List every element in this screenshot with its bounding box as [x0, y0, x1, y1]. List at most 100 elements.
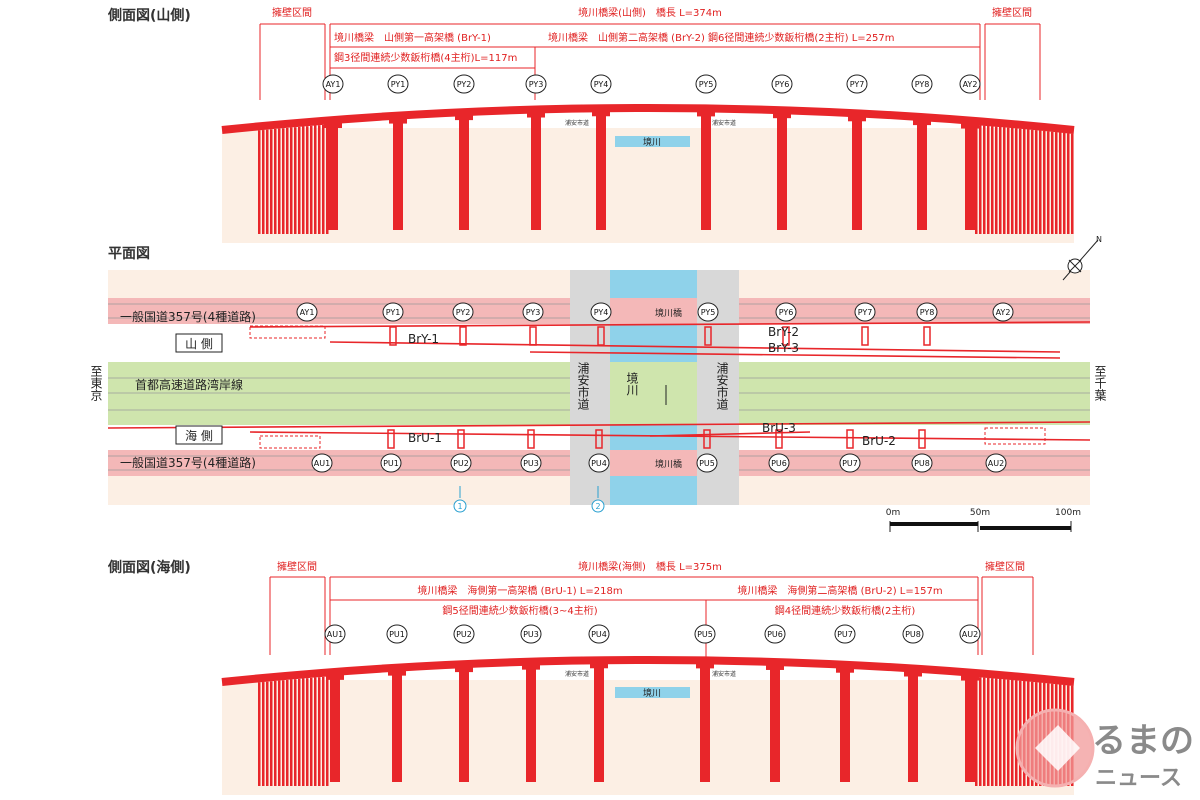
abutment-pile: [298, 678, 301, 786]
pier-cap: [766, 663, 784, 670]
pier-label: AY1: [300, 308, 315, 317]
pier-label: PU1: [389, 630, 405, 639]
pier-label-circle: [959, 624, 981, 644]
abutment-pile: [322, 124, 325, 234]
elevation-umi-title: 側面図(海側): [107, 559, 191, 576]
retaining-right-label: 擁壁区間: [985, 560, 1025, 573]
pier-label-circle: [695, 74, 717, 94]
pier-cap: [961, 674, 979, 681]
span1-label: 境川橋梁 山側第一高架橋 (BrY-1): [334, 31, 491, 44]
abutment-pile: [975, 124, 978, 234]
pier: [459, 112, 469, 230]
bridge-alignment-lines: [107, 321, 1091, 441]
pier-label-circle: [386, 624, 408, 644]
bridge-deck: [221, 104, 1075, 134]
bry3-label: BrY-3: [768, 341, 799, 355]
elevation-umi: 側面図(海側) 擁壁区間 擁壁区間 境川橋梁(海側) 橋長 L=375m 境川橋…: [107, 559, 1075, 795]
pier-label: PY2: [457, 80, 472, 89]
marker-2: 2: [591, 486, 605, 513]
pier-label-circle: [522, 302, 544, 322]
pier-label: AY2: [996, 308, 1011, 317]
abutment-pile: [310, 677, 313, 786]
abutment-pile: [282, 128, 285, 234]
abutment-pile: [286, 679, 289, 786]
pier-cap: [455, 666, 473, 673]
yama-side-box: [175, 333, 223, 353]
pier-cap: [324, 122, 342, 129]
pier: [596, 108, 606, 230]
pier-label-circle: [380, 453, 402, 473]
pier-cap: [522, 663, 540, 670]
abutment-pile: [278, 680, 281, 786]
pier-label: AY1: [326, 80, 341, 89]
pier-label-circle: [916, 302, 938, 322]
umi-side-label: 海 側: [185, 428, 213, 443]
abutment-pile: [266, 129, 269, 234]
abutment-pile: [1055, 132, 1058, 234]
pier-label-circle: [764, 624, 786, 644]
route-357-bottom: 一般国道357号(4種道路): [120, 455, 256, 470]
pier-cap: [592, 110, 610, 117]
abutment-pile: [1003, 127, 1006, 234]
abutment-au1: [259, 435, 321, 449]
plan-title: 平面図: [108, 246, 150, 262]
pier: [328, 120, 338, 230]
pier-label-circle: [694, 624, 716, 644]
abutment-pile: [294, 127, 297, 234]
city-road-right-label: 浦安市道: [715, 362, 729, 410]
pier-label-circle: [450, 453, 472, 473]
pier-cap: [527, 111, 545, 118]
abutment-pile: [1063, 132, 1066, 234]
pier: [917, 117, 927, 230]
pier-label-circle: [911, 74, 933, 94]
pier-label: PY7: [850, 80, 865, 89]
abutment-pile: [1043, 130, 1046, 234]
abutment-pile: [1071, 133, 1074, 234]
pier-label: PY6: [779, 308, 794, 317]
pier-cap: [904, 670, 922, 677]
pier-label: PU4: [591, 630, 607, 639]
river-label: 境川: [643, 687, 661, 699]
scale-label: 100m: [1055, 508, 1081, 518]
pier-label-circle: [588, 453, 610, 473]
pier-cap: [848, 115, 866, 122]
pier-label: PU4: [591, 459, 607, 468]
pier-label: PU8: [914, 459, 930, 468]
bridge-top-deck: [610, 298, 697, 324]
pier-label-circle: [296, 302, 318, 322]
abutment-pile: [298, 126, 301, 234]
bru2-label: BrU-2: [862, 434, 896, 448]
abutment-pile: [1011, 127, 1014, 234]
pier-label-circle: [775, 302, 797, 322]
pier-label-circle: [834, 624, 856, 644]
pier-cap: [326, 673, 344, 680]
pier-plan: [389, 326, 397, 346]
pier-cap: [773, 112, 791, 119]
pier-cap: [590, 662, 608, 669]
abutment-pile: [306, 126, 309, 234]
elevation-yama-title: 側面図(山側): [107, 7, 191, 24]
elevation-yama: 側面図(山側) 擁壁区間 擁壁区間 境川橋梁(山側) 橋長 L=374m 境川橋…: [107, 6, 1075, 243]
abutment-pile: [310, 125, 313, 234]
abutment-pile: [1011, 679, 1014, 786]
marker-1-label: 1: [457, 502, 462, 511]
pier-cap: [961, 122, 979, 129]
abutment-pile: [983, 677, 986, 786]
pier-label-circle: [697, 302, 719, 322]
logo: るまの ニュース: [1015, 708, 1194, 791]
abutment-pile: [1027, 129, 1030, 234]
pier-label: PU3: [523, 459, 539, 468]
pier: [965, 672, 975, 782]
umi-side-box: [175, 425, 223, 445]
abutment-pile: [1007, 127, 1010, 234]
pier-label: PU7: [842, 459, 858, 468]
abutment-pile: [979, 677, 982, 786]
pier-label-circle: [453, 74, 475, 94]
span2-label: 境川橋梁 山側第二高架橋 (BrY-2) 鋼6径間連続少数鈑桁橋(2主桁) L=…: [548, 31, 895, 44]
bridge-total-label: 境川橋梁(海側) 橋長 L=375m: [578, 560, 722, 573]
abutment-pile: [987, 677, 990, 786]
pier-label-circle: [520, 453, 542, 473]
pier-label: AU2: [962, 630, 978, 639]
